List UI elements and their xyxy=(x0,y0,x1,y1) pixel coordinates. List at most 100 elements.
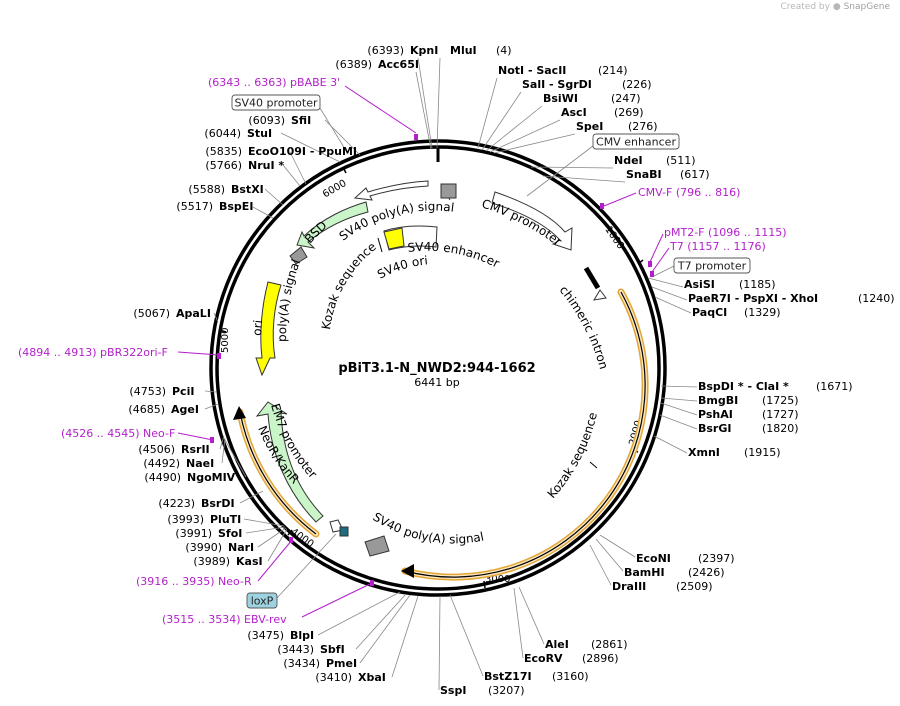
site-bspdi-clai: BspDI * - ClaI *(1671) xyxy=(698,380,853,393)
site-leader-bspdi-clai xyxy=(660,385,698,388)
site-name: KpnI xyxy=(410,44,438,57)
site-name: StuI xyxy=(247,127,272,140)
site-position: (1725) xyxy=(762,394,799,407)
bsd-arrow xyxy=(296,201,369,249)
site-name: NruI * xyxy=(248,159,284,172)
primer-leader xyxy=(257,539,293,582)
site-leader-bsiwi xyxy=(485,105,543,152)
site-leader-paer7i-pspxi-xhoi xyxy=(651,286,688,301)
site-bsiwi: BsiWI(247) xyxy=(543,92,641,105)
features xyxy=(255,180,607,557)
site-name: SspI xyxy=(440,684,466,697)
feature-box-cmv-enhancer: CMV enhancer xyxy=(592,133,680,150)
site-position: (2509) xyxy=(676,580,713,593)
site-position: (5835) xyxy=(205,145,242,158)
site-bsrgi: BsrGI(1820) xyxy=(698,422,799,435)
site-xmni: XmnI(1915) xyxy=(688,446,781,459)
site-position: (3989) xyxy=(193,555,230,568)
site-asci: AscI (269) xyxy=(561,106,644,119)
neor-kanr-arrow xyxy=(255,401,324,523)
site-name: PluTI xyxy=(210,513,241,526)
site-leader-agei xyxy=(204,403,219,410)
site-rsrii: RsrII(4506) xyxy=(138,443,209,456)
site-position: (1671) xyxy=(816,380,853,393)
cmv-promoter-arrow xyxy=(491,191,573,251)
loxp-marker xyxy=(339,526,349,537)
site-kpni: KpnI(6393) xyxy=(367,44,438,57)
site-name: SpeI xyxy=(576,120,603,133)
site-sfoi: SfoI(3991) xyxy=(175,527,242,540)
primer-leader xyxy=(651,247,670,273)
site-nrui: NruI * (5766) xyxy=(205,159,284,172)
primer-label: (6343 .. 6363) pBABE 3' xyxy=(208,76,340,89)
site-pmei: PmeI(3434) xyxy=(283,657,357,670)
site-leader-xmni xyxy=(653,435,688,454)
tick-5000 xyxy=(218,329,227,333)
tick-label-5000: 5000 xyxy=(220,328,231,353)
site-leader-bstz17i xyxy=(449,594,484,677)
primer-label: (3916 .. 3935) Neo-R xyxy=(136,575,252,588)
site-position: (247) xyxy=(611,92,641,105)
chimeric-intron-bar xyxy=(583,266,601,290)
site-name: NarI xyxy=(228,541,254,554)
svg-text:Kozak sequence: Kozak sequence xyxy=(319,239,379,330)
site-position: (226) xyxy=(622,78,652,91)
site-leader-nari xyxy=(257,527,287,548)
site-name: RsrII xyxy=(181,443,210,456)
site-position: (214) xyxy=(598,64,628,77)
primer-label: T7 (1157 .. 1176) xyxy=(669,240,766,253)
box-label: CMV enhancer xyxy=(596,136,676,149)
site-position: (617) xyxy=(680,168,710,181)
box-frame xyxy=(673,257,751,274)
svg-text:SV40 ori: SV40 ori xyxy=(375,253,428,281)
label-kozak-right: Kozak sequence xyxy=(545,411,600,501)
site-name: NaeI xyxy=(186,457,214,470)
site-position: (4753) xyxy=(129,385,166,398)
site-blpi: BlpI(3475) xyxy=(247,629,314,642)
site-position: (276) xyxy=(628,120,658,133)
site-econi: EcoNI(2397) xyxy=(636,552,735,565)
tick-6000 xyxy=(342,166,347,174)
primer-marker xyxy=(210,437,214,443)
site-name: PaqCI xyxy=(692,306,727,319)
site-leader-bsrdi xyxy=(239,490,264,504)
site-leader-ecoo109i-ppumi xyxy=(289,151,307,185)
site-alei: AleI(2861) xyxy=(545,638,628,651)
site-position: (1329) xyxy=(744,306,781,319)
site-leader-sfoi xyxy=(245,526,286,534)
site-name: AscI xyxy=(561,106,587,119)
site-position: (6389) xyxy=(335,58,372,71)
tick-label-3000: 3000 xyxy=(485,574,510,585)
site-name: EcoNI xyxy=(636,552,671,565)
primer-marker xyxy=(648,261,652,267)
site-name: BmgBI xyxy=(698,394,738,407)
svg-text:SV40 poly(A) signal: SV40 poly(A) signal xyxy=(370,510,485,547)
orf-arcs xyxy=(233,288,649,581)
site-leader-pluti xyxy=(243,518,285,527)
site-leader-pcii xyxy=(204,390,217,393)
site-position: (4492) xyxy=(143,457,180,470)
site-bmgbi: BmgBI (1725) xyxy=(698,394,799,407)
plasmid-length: 6441 bp xyxy=(414,376,459,389)
box-label: T7 promoter xyxy=(677,260,747,273)
site-position: (269) xyxy=(614,106,644,119)
site-leader-bmgbi xyxy=(660,397,698,402)
site-leader-nrui xyxy=(282,164,301,187)
label-sv40-polya-bottom: SV40 poly(A) signal xyxy=(370,510,485,547)
site-position: (3443) xyxy=(277,643,314,656)
site-name: XmnI xyxy=(688,446,720,459)
site-leader-sali-sgrdi xyxy=(481,91,522,151)
site-leader-sbfi xyxy=(355,593,407,650)
label-ori: ori xyxy=(250,319,265,336)
site-name: BstXI xyxy=(231,183,264,196)
site-position: (5766) xyxy=(205,159,242,172)
svg-text:Kozak sequence: Kozak sequence xyxy=(545,411,600,501)
site-leader-asisi xyxy=(647,277,684,288)
site-name: ApaLI xyxy=(176,307,211,320)
site-leader-blpi xyxy=(317,591,401,636)
site-name: BsrDI xyxy=(201,497,235,510)
site-xbai: XbaI(3410) xyxy=(315,671,385,684)
site-name: AgeI xyxy=(171,403,199,416)
site-leader-ngomiv xyxy=(224,439,247,478)
